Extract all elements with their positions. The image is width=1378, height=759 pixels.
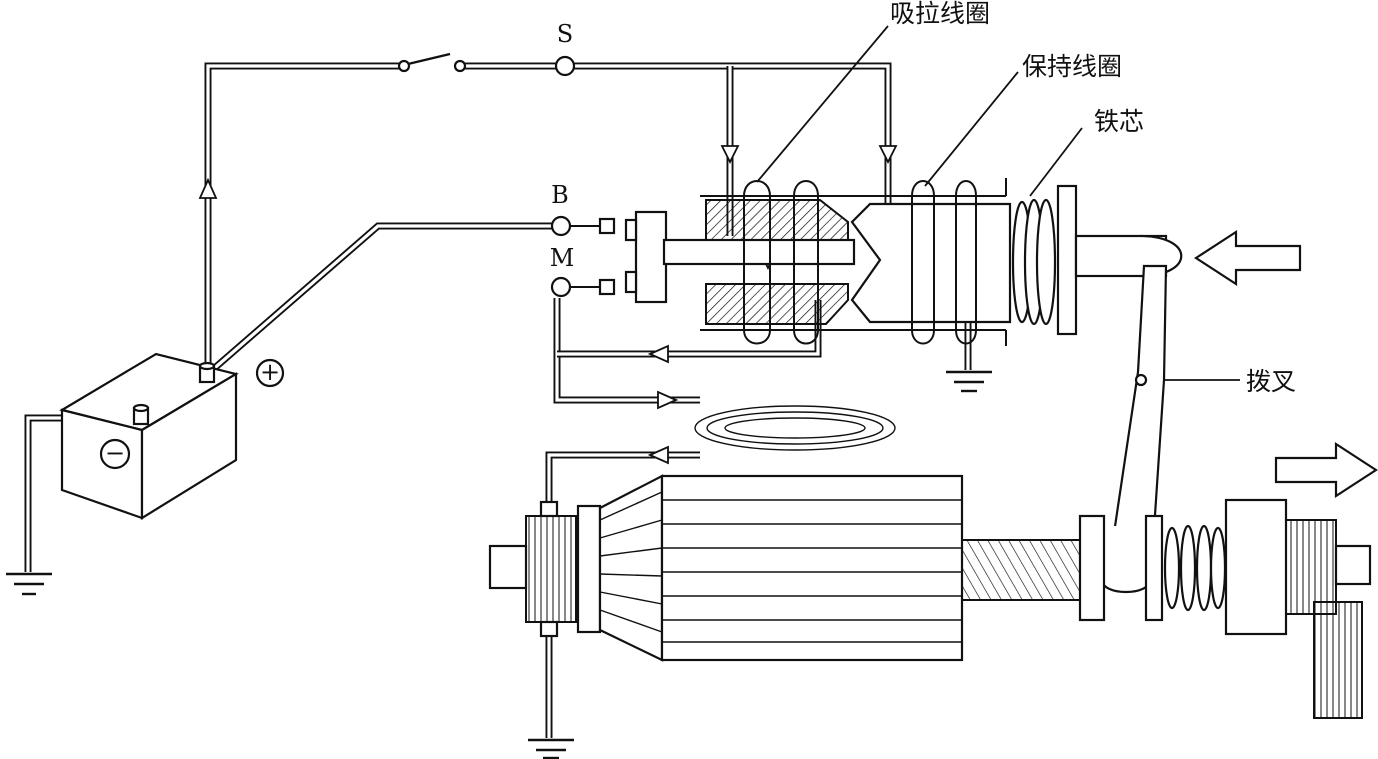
shift-fork-label: 拨叉 [1246, 367, 1296, 396]
battery-negative-icon [99, 438, 131, 470]
hold-in-coil-label: 保持线圈 [1022, 52, 1122, 81]
battery-negative-sign: − [105, 439, 125, 467]
battery-positive-sign: + [260, 358, 280, 386]
ground-symbol-icon-solenoid [946, 370, 992, 393]
ground-symbol-icon-motor [528, 738, 574, 759]
solenoid-switch [624, 178, 1183, 346]
return-spring [1011, 198, 1057, 326]
ignition-switch-icon [397, 52, 467, 73]
terminal-m-label: M [550, 244, 575, 272]
battery-positive-marker: + [255, 358, 285, 388]
shift-fork [1100, 264, 1240, 593]
pull-in-coil-label: 吸拉线圈 [890, 0, 990, 28]
terminal-b-label: B [551, 181, 569, 209]
ground-symbol-icon [6, 572, 52, 596]
push-arrow-icon [1193, 229, 1302, 287]
terminal-s-label: S [557, 20, 573, 48]
leader-lines [756, 25, 1083, 197]
terminal-b: B [550, 181, 616, 237]
field-winding-loop [694, 405, 896, 451]
starter-motor [488, 474, 1372, 719]
terminal-s: S [554, 20, 576, 77]
iron-core-label: 铁芯 [1094, 107, 1144, 136]
battery: − [59, 352, 239, 520]
terminal-m: M [550, 244, 616, 298]
drive-spring [1163, 524, 1227, 612]
push-arrow-icon-lower [1274, 441, 1378, 499]
